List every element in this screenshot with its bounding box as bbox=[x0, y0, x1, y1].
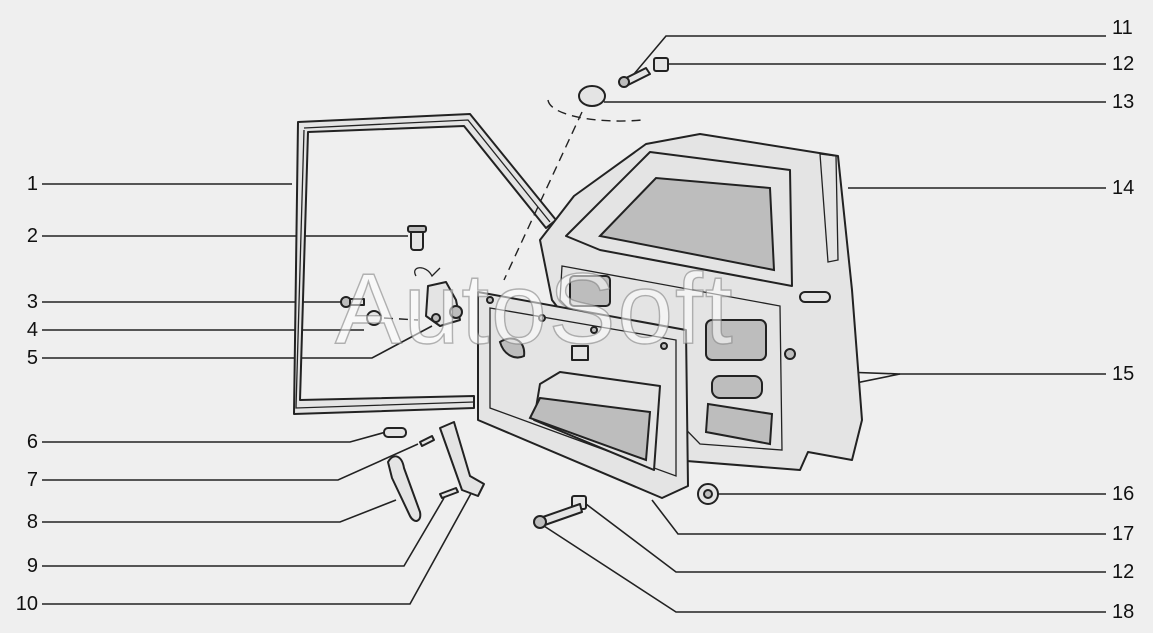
callout-7: 7 bbox=[26, 469, 38, 491]
leader-6 bbox=[42, 431, 387, 443]
callout-11: 11 bbox=[1112, 17, 1133, 39]
leader-9 bbox=[42, 497, 445, 567]
leader-5 bbox=[42, 325, 433, 359]
lock-mechanism-part bbox=[414, 267, 463, 327]
callout-5: 5 bbox=[26, 347, 38, 369]
leader-17 bbox=[651, 499, 1106, 535]
door-seal-inner bbox=[295, 119, 551, 409]
screw-part-9 bbox=[439, 487, 459, 499]
washer-part bbox=[366, 310, 382, 326]
leader-12b bbox=[585, 503, 1106, 573]
callout-3: 3 bbox=[26, 291, 38, 313]
screw-part-7 bbox=[419, 435, 435, 447]
cap-path-line bbox=[503, 111, 583, 281]
leader-7 bbox=[42, 443, 419, 481]
plug-part bbox=[383, 427, 407, 438]
callout-1: 1 bbox=[26, 173, 38, 195]
callout-9: 9 bbox=[26, 555, 38, 577]
callout-18: 18 bbox=[1112, 601, 1135, 623]
clip-part-12a bbox=[653, 57, 669, 72]
callout-15: 15 bbox=[1112, 363, 1135, 385]
pin-part bbox=[407, 225, 427, 251]
screw-part-18 bbox=[533, 503, 583, 529]
armrest-cover-part bbox=[387, 455, 422, 522]
callout-12a: 12 bbox=[1112, 53, 1135, 75]
armrest-bracket-part bbox=[439, 421, 485, 497]
door-seal-part bbox=[293, 113, 557, 415]
callout-4: 4 bbox=[26, 319, 38, 341]
callout-14: 14 bbox=[1112, 177, 1135, 199]
leader-18 bbox=[543, 525, 1106, 613]
callout-6: 6 bbox=[26, 431, 38, 453]
trim-panel-part bbox=[477, 291, 689, 499]
cap-part bbox=[578, 85, 606, 107]
callout-13: 13 bbox=[1112, 91, 1135, 113]
callout-10: 10 bbox=[15, 593, 38, 615]
bolt-part bbox=[340, 296, 365, 308]
leader-15a bbox=[843, 371, 1106, 375]
retainer-clip-part bbox=[697, 483, 719, 505]
leader-10 bbox=[42, 487, 475, 605]
callout-17: 17 bbox=[1112, 523, 1135, 545]
assembly-arrow bbox=[383, 317, 419, 321]
leader-11 bbox=[633, 35, 1106, 75]
callout-8: 8 bbox=[26, 511, 38, 533]
callout-12b: 12 bbox=[1112, 561, 1135, 583]
screw-part-11 bbox=[618, 67, 651, 88]
callout-16: 16 bbox=[1112, 483, 1135, 505]
leader-8 bbox=[42, 499, 397, 523]
callout-2: 2 bbox=[26, 225, 38, 247]
